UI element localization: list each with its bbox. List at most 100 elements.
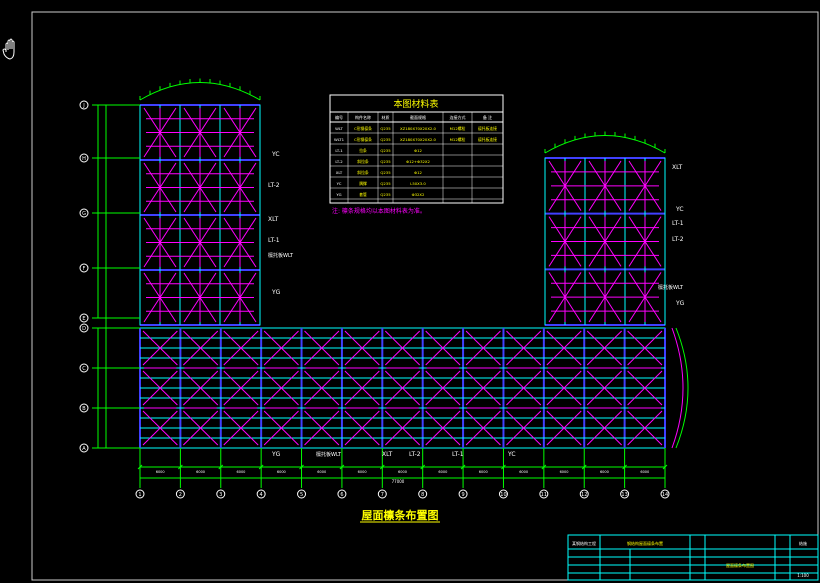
left-tower-brace (159, 297, 177, 323)
hand-pan-icon[interactable] (2, 38, 15, 60)
table-cell: 檩托板连接 (478, 137, 497, 142)
right-tower-brace (548, 216, 566, 242)
bottom-brace (223, 370, 242, 389)
grid-col-bubble (458, 489, 468, 499)
left-tower-brace (183, 132, 201, 158)
bottom-brace (223, 330, 242, 349)
grid-col-bubble (579, 489, 589, 499)
grid-row-label: A (82, 446, 86, 452)
table-cell: YC (337, 181, 342, 186)
grid-row-label: F (83, 266, 86, 272)
bottom-brace (563, 387, 582, 406)
left-tower-brace (143, 217, 161, 243)
bottom-brace (183, 347, 201, 366)
right-tower-brace (548, 272, 566, 298)
table-header-cell: 材质 (382, 114, 390, 120)
bottom-brace (304, 387, 323, 406)
bottom-brace (321, 427, 340, 446)
bottom-brace (263, 330, 282, 349)
bottom-brace (546, 387, 565, 406)
dim-tick (420, 464, 426, 470)
grid-col-label: 11 (541, 492, 547, 498)
left-tower-brace (239, 162, 257, 188)
title-scale: 1:100 (797, 573, 809, 578)
bottom-brace (361, 410, 380, 429)
left-tower-brace (183, 297, 201, 323)
bottom-brace (465, 410, 484, 429)
left-tower-brace (159, 107, 177, 133)
dim-span-label: 6000 (358, 470, 367, 474)
right-tower-brace (644, 185, 662, 211)
grid-col-label: 6 (340, 492, 343, 498)
dim-span-label: 6000 (560, 470, 569, 474)
bottom-brace (142, 410, 161, 429)
bottom-brace (482, 330, 501, 349)
label-yg-right: YG (675, 300, 685, 307)
bottom-brace (321, 410, 340, 429)
grid-row-bubble (79, 208, 89, 218)
bottom-brace (142, 387, 161, 406)
right-tower-brace (604, 272, 622, 298)
grid-row-bubble (79, 323, 89, 333)
bottom-brace (563, 330, 582, 349)
left-tower-brace (183, 217, 201, 243)
right-tower-brace (644, 296, 662, 323)
dim-span-label: 6000 (519, 470, 528, 474)
bottom-brace (240, 387, 259, 406)
label-lt2-bottom: LT-2 (409, 451, 421, 458)
left-tower-brace (199, 187, 217, 213)
bottom-brace (442, 410, 461, 429)
bottom-brace (586, 370, 605, 389)
table-cell: Q235 (380, 181, 391, 186)
right-tower-brace (628, 160, 646, 187)
label-wlt1-left: 檩托板WLT (268, 252, 294, 259)
bottom-brace (321, 387, 340, 406)
grid-col-label: 7 (381, 492, 384, 498)
label-yc-bottom: YC (507, 451, 516, 458)
grid-row-bubble (79, 443, 89, 453)
grid-col-bubble (539, 489, 549, 499)
dim-tick (339, 464, 345, 470)
left-tower-brace (183, 242, 201, 268)
left-tower-brace (143, 242, 161, 268)
table-cell: Q235 (380, 126, 391, 131)
left-tower-brace (159, 187, 177, 213)
left-tower-brace (223, 162, 241, 188)
bottom-brace (304, 427, 323, 446)
dim-span-label: 6000 (277, 470, 286, 474)
grid-row-bubble (79, 263, 89, 273)
bottom-brace (200, 347, 219, 366)
label-xlt-left: XLT (268, 216, 279, 223)
bottom-brace (344, 410, 363, 429)
bottom-brace (586, 330, 605, 349)
left-tower-brace (223, 297, 241, 323)
bottom-brace (506, 370, 525, 389)
bottom-brace (523, 370, 542, 389)
left-tower-brace (199, 107, 217, 133)
grid-row-label: H (82, 156, 86, 162)
side-arch-inner (671, 327, 684, 449)
dimension-total: 77000 (392, 479, 405, 484)
bottom-brace (506, 410, 525, 429)
label-lt1-left: LT-1 (268, 237, 280, 244)
bottom-brace (321, 330, 340, 349)
table-cell: WLT1 (334, 137, 345, 142)
bottom-brace (482, 427, 501, 446)
bottom-brace (142, 427, 161, 446)
bottom-brace (546, 427, 565, 446)
left-tower-brace (199, 132, 217, 158)
label-yg-left: YG (271, 289, 281, 296)
left-tower-brace (223, 272, 241, 298)
right-tower-brace (588, 216, 606, 242)
left-tower-brace (143, 272, 161, 298)
bottom-brace (223, 387, 242, 406)
bottom-brace (627, 330, 646, 349)
table-header-cell: 备 注 (483, 114, 492, 120)
bottom-brace (304, 347, 323, 366)
bottom-brace (200, 427, 219, 446)
bottom-brace (280, 370, 299, 389)
bottom-brace (442, 330, 461, 349)
bottom-brace (159, 347, 178, 366)
